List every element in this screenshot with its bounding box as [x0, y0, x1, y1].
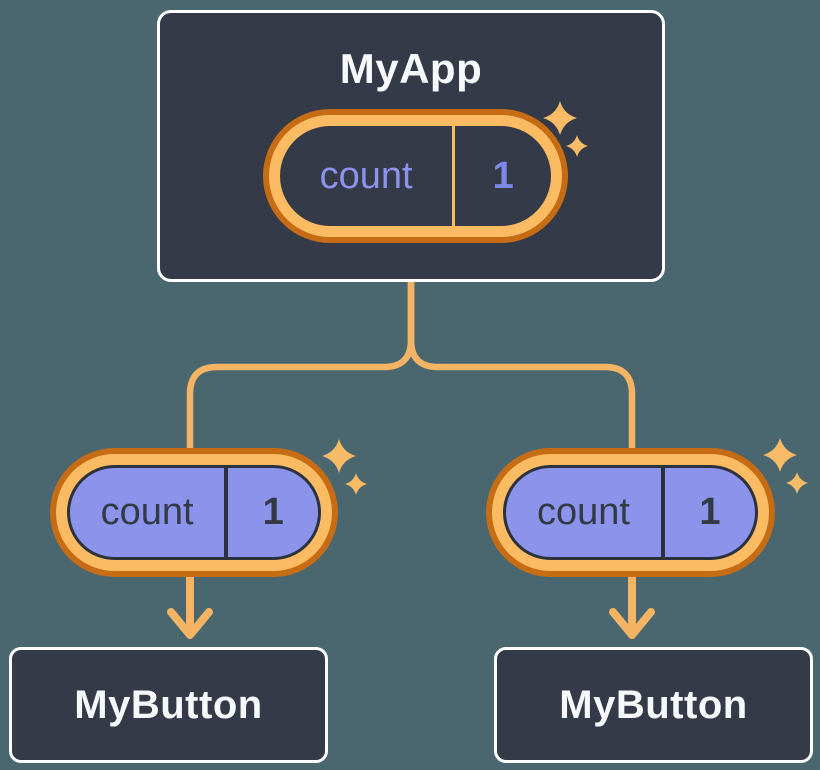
node-mybutton-left-title: MyButton — [74, 682, 263, 727]
state-name-right: count — [536, 491, 630, 533]
branch-left-line — [186, 274, 415, 456]
sparkle-icon — [322, 439, 367, 495]
branch-right-line — [407, 274, 636, 456]
state-value-root: 1 — [452, 126, 551, 226]
state-pill-root: count 1 — [263, 109, 568, 243]
node-mybutton-right-title: MyButton — [559, 682, 748, 727]
state-value-left: 1 — [224, 468, 318, 557]
state-value-right: 1 — [660, 468, 755, 557]
state-name-left: count — [100, 491, 194, 533]
node-mybutton-right: MyButton — [494, 647, 813, 763]
node-mybutton-left: MyButton — [9, 647, 328, 763]
state-name-root: count — [319, 154, 413, 197]
state-pill-left: count 1 — [50, 448, 338, 577]
node-myapp-title: MyApp — [339, 45, 483, 92]
sparkle-icon — [763, 438, 808, 494]
state-pill-right: count 1 — [486, 448, 775, 577]
sparkle-icon — [543, 101, 588, 157]
